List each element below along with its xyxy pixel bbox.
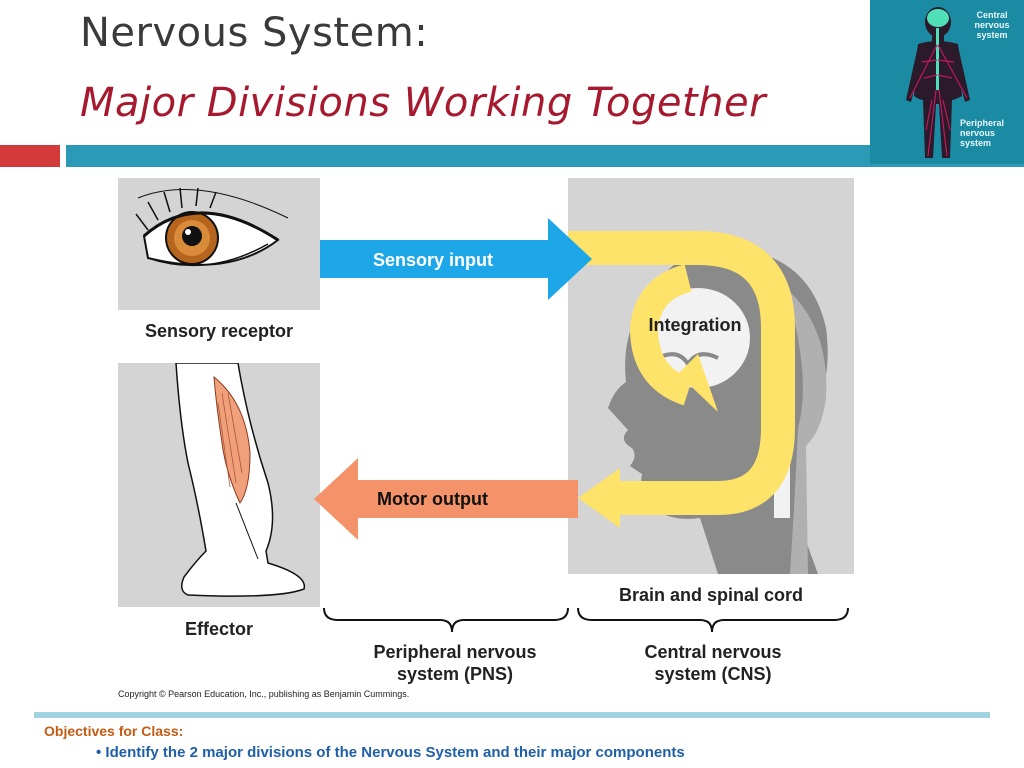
nervous-system-inset-image: Central nervous system Peripheral nervou… — [870, 0, 1024, 164]
effector-panel — [118, 362, 320, 607]
accent-bar-teal — [66, 145, 1024, 167]
leg-muscle-icon — [175, 362, 306, 597]
motor-output-arrow — [314, 458, 578, 540]
inset-cns-label: Central nervous system — [974, 10, 1010, 40]
objective-item: • Identify the 2 major divisions of the … — [96, 744, 685, 761]
objectives-title: Objectives for Class: — [44, 723, 184, 739]
sensory-input-arrow — [320, 218, 592, 300]
eye-icon — [135, 187, 289, 267]
sensory-receptor-panel — [118, 178, 320, 310]
slide-title-line2: Major Divisions Working Together — [80, 80, 767, 126]
pns-label-line1: Peripheral nervous — [373, 642, 537, 662]
division-braces — [323, 607, 849, 633]
integration-label: Integration — [648, 315, 742, 335]
head-brain-icon — [568, 231, 828, 574]
human-silhouette-icon — [906, 7, 970, 158]
motor-output-label: Motor output — [377, 489, 488, 509]
sensory-receptor-label: Sensory receptor — [144, 321, 294, 341]
cns-panel — [568, 178, 854, 574]
copyright-notice: Copyright © Pearson Education, Inc., pub… — [118, 689, 410, 699]
effector-label: Effector — [184, 619, 253, 639]
cns-label-line2: system (CNS) — [654, 664, 772, 684]
slide-title-line1: Nervous System: — [80, 10, 429, 56]
footer-divider — [34, 712, 990, 718]
sensory-input-label: Sensory input — [373, 250, 494, 270]
cns-label-line1: Central nervous — [644, 642, 782, 662]
inset-pns-label: Peripheral nervous system — [960, 118, 1005, 148]
pns-label-line2: system (PNS) — [396, 664, 514, 684]
accent-bar-red — [0, 145, 60, 167]
brain-spinal-cord-label: Brain and spinal cord — [618, 585, 804, 605]
